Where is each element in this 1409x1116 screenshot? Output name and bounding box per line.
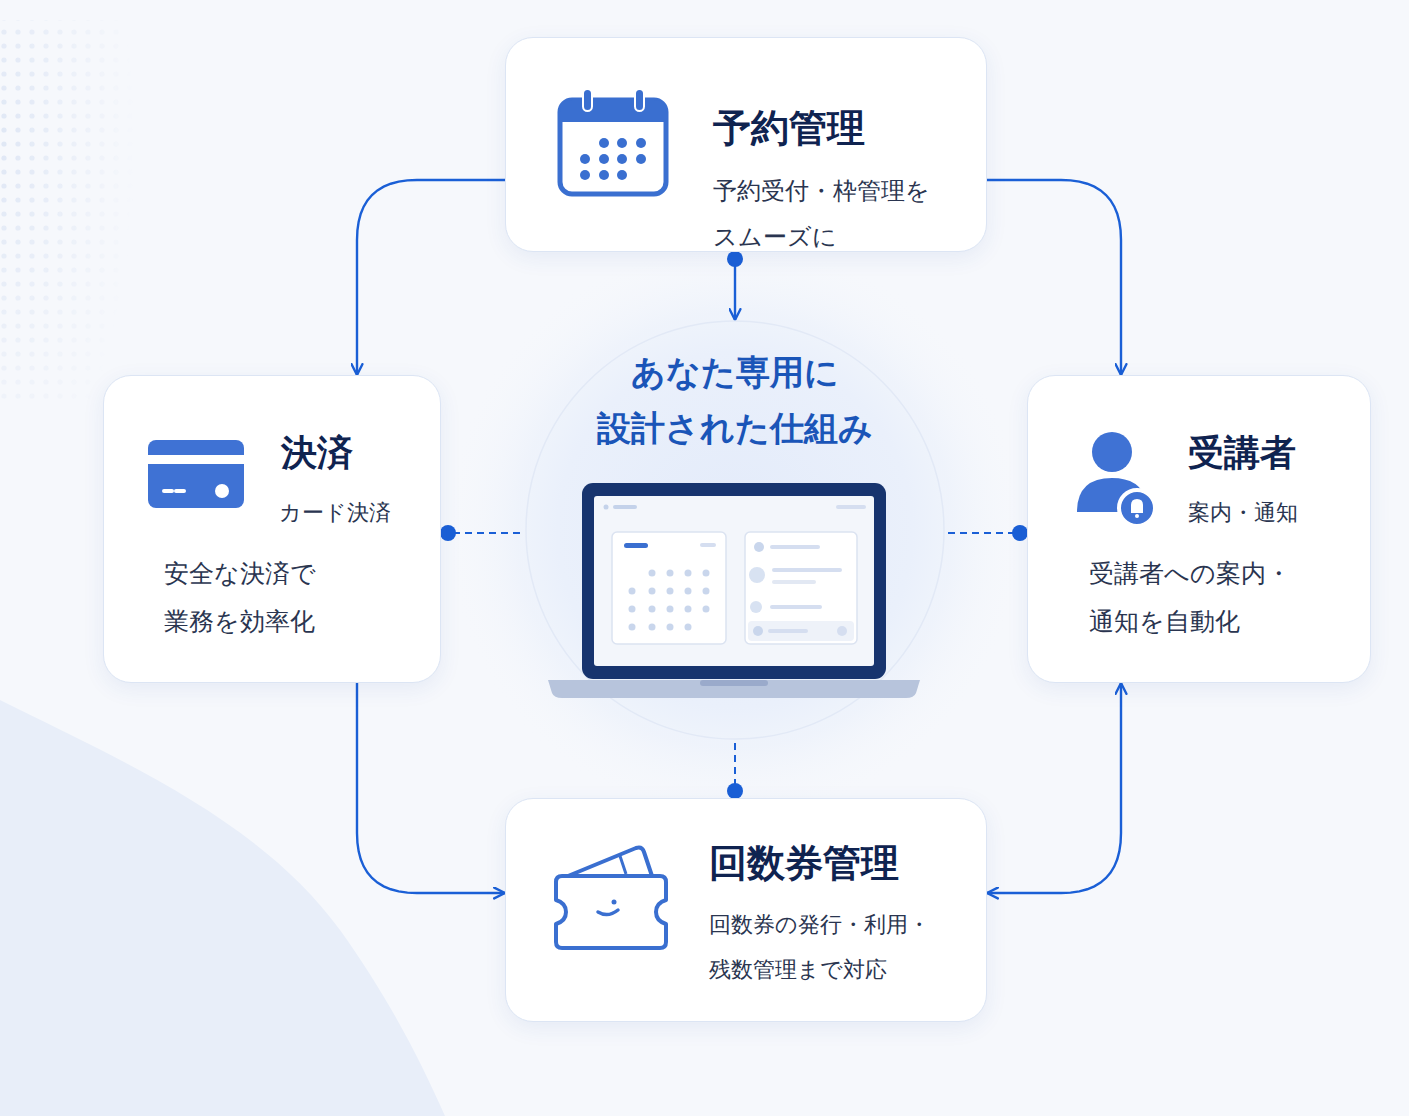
feature-box: 決済カード決済安全な決済で 業務を効率化 bbox=[103, 375, 441, 683]
connector-dot bbox=[727, 783, 743, 799]
node-heading: 受講者 bbox=[1188, 430, 1358, 477]
connector-dot bbox=[1012, 525, 1028, 541]
node-heading: 決済 bbox=[281, 430, 431, 477]
calendar-icon bbox=[560, 89, 666, 194]
node-heading: 回数券管理 bbox=[709, 839, 969, 888]
corner-blob bbox=[0, 700, 445, 1116]
center-glow bbox=[445, 240, 1025, 820]
center-title: あなた専用に 設計された仕組み bbox=[585, 344, 885, 456]
node-body: 安全な決済で 業務を効率化 bbox=[164, 550, 404, 645]
feature-box: 予約管理予約受付・枠管理を スムーズに bbox=[505, 37, 987, 252]
user-bell-icon bbox=[1077, 432, 1155, 526]
connector-dot bbox=[440, 525, 456, 541]
node-subtitle: 案内・通知 bbox=[1188, 498, 1358, 529]
feature-box: 受講者案内・通知受講者への案内・ 通知を自動化 bbox=[1027, 375, 1371, 683]
connector-dot bbox=[727, 251, 743, 267]
arrow-connector bbox=[357, 180, 505, 375]
node-subtitle: カード決済 bbox=[279, 498, 429, 529]
node-body: 回数券の発行・利用・ 残数管理まで対応 bbox=[709, 902, 971, 992]
node-body: 受講者への案内・ 通知を自動化 bbox=[1089, 550, 1339, 645]
node-heading: 予約管理 bbox=[713, 104, 973, 153]
feature-box: 回数券管理回数券の発行・利用・ 残数管理まで対応 bbox=[505, 798, 987, 1022]
circle-shape bbox=[526, 321, 944, 739]
center-circle-node: あなた専用に 設計された仕組み bbox=[525, 320, 945, 740]
dot-pattern bbox=[0, 20, 150, 400]
laptop-illustration bbox=[548, 483, 920, 698]
arrow-connector bbox=[357, 683, 505, 893]
arrow-connector bbox=[987, 683, 1121, 893]
arrow-connector bbox=[987, 180, 1121, 375]
ticket-icon bbox=[556, 848, 666, 949]
node-body: 予約受付・枠管理を スムーズに bbox=[713, 169, 963, 260]
credit-card-icon bbox=[148, 440, 244, 508]
